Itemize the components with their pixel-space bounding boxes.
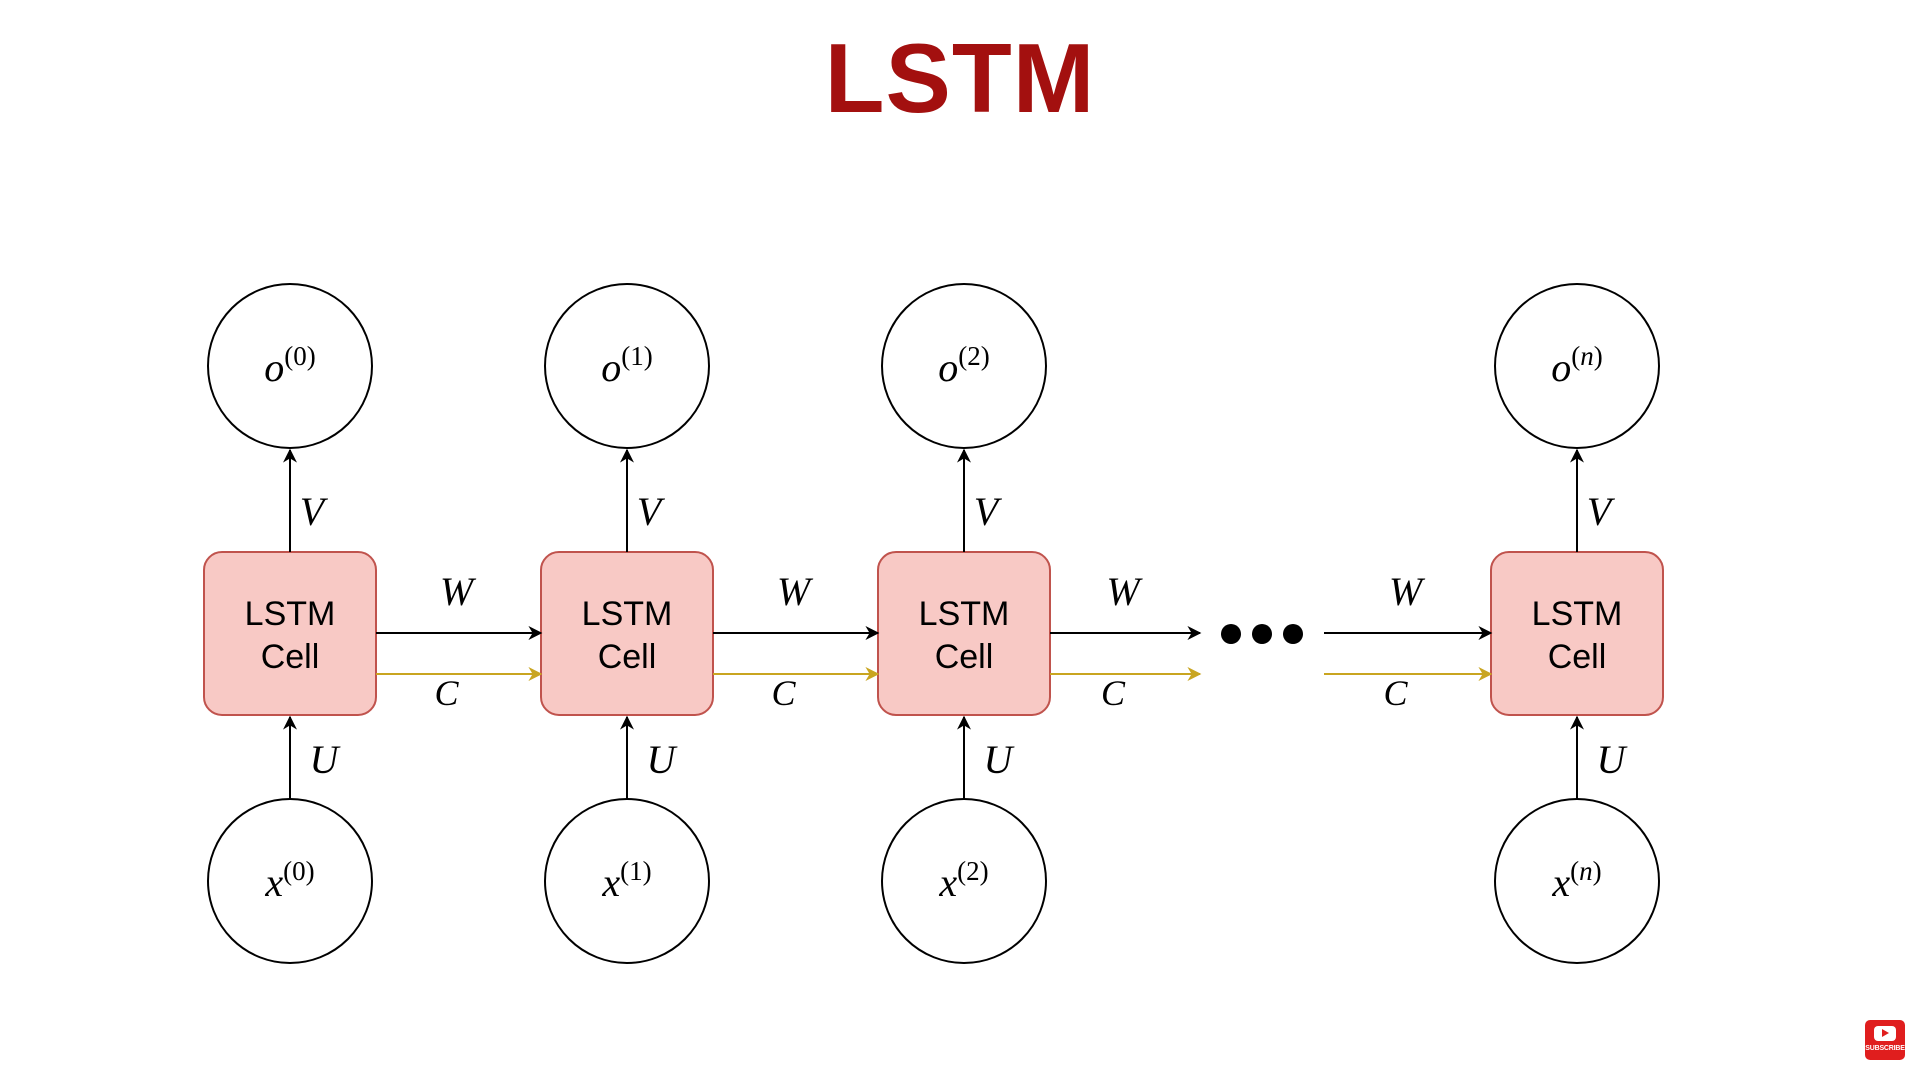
lstm-cell-label-line2-1: Cell	[598, 638, 657, 676]
w-label-1: W	[777, 569, 814, 614]
output-label-1-superscript: (1)	[621, 341, 652, 371]
input-label-1-superscript: (1)	[620, 856, 651, 886]
lstm-cell-label-line2-n: Cell	[1548, 638, 1607, 676]
w-label-0: W	[440, 569, 477, 614]
output-label-0: o(0)	[264, 341, 315, 390]
lstm-cell-n	[1490, 551, 1664, 716]
input-label-0-superscript: (0)	[283, 856, 314, 886]
c-label-3: C	[1383, 673, 1408, 713]
lstm-cell-1	[540, 551, 714, 716]
lstm-cell-label-line2-0: Cell	[261, 638, 320, 676]
input-label-2: x(2)	[938, 856, 988, 905]
u-label-n: U	[1597, 737, 1629, 782]
lstm-cell-label-line1-1: LSTM	[582, 595, 673, 633]
v-label-2: V	[974, 489, 1003, 534]
output-node-2	[881, 283, 1047, 449]
subscribe-label: SUBSCRIBE	[1865, 1045, 1905, 1052]
v-label-0: V	[300, 489, 329, 534]
output-node-1	[544, 283, 710, 449]
output-label-n: o(n)	[1551, 341, 1603, 390]
input-label-n-base: x	[1551, 860, 1570, 905]
u-label-2: U	[984, 737, 1016, 782]
output-label-1: o(1)	[601, 341, 652, 390]
output-label-n-base: o	[1551, 345, 1571, 390]
lstm-cell-label-line1-n: LSTM	[1532, 595, 1623, 633]
w-label-2: W	[1106, 569, 1143, 614]
v-label-n: V	[1587, 489, 1616, 534]
c-label-1: C	[771, 673, 796, 713]
page-title: LSTM	[824, 23, 1096, 133]
input-label-n: x(n)	[1551, 856, 1601, 905]
u-label-0: U	[310, 737, 342, 782]
output-label-2: o(2)	[938, 341, 989, 390]
output-label-0-superscript: (0)	[284, 341, 315, 371]
lstm-cell-2	[877, 551, 1051, 716]
input-label-2-superscript: (2)	[957, 856, 988, 886]
output-label-2-superscript: (2)	[958, 341, 989, 371]
u-label-1: U	[647, 737, 679, 782]
input-label-1: x(1)	[601, 856, 651, 905]
lstm-cell-label-line2-2: Cell	[935, 638, 994, 676]
lstm-cell-label-line1-0: LSTM	[245, 595, 336, 633]
subscribe-badge[interactable]: SUBSCRIBE	[1865, 1020, 1905, 1060]
input-label-0-base: x	[264, 860, 283, 905]
output-node-0	[207, 283, 373, 449]
c-label-0: C	[434, 673, 459, 713]
ellipsis-dot-2	[1283, 624, 1303, 644]
ellipsis-dot-0	[1221, 624, 1241, 644]
w-label-3: W	[1389, 569, 1426, 614]
youtube-play-icon	[1874, 1026, 1896, 1041]
output-label-2-base: o	[938, 345, 958, 390]
v-label-1: V	[637, 489, 666, 534]
lstm-cell-label-line1-2: LSTM	[919, 595, 1010, 633]
output-label-n-superscript: (n)	[1571, 341, 1603, 371]
output-node-n	[1494, 283, 1660, 449]
input-label-0: x(0)	[264, 856, 314, 905]
lstm-cell-0	[203, 551, 377, 716]
ellipsis-dot-1	[1252, 624, 1272, 644]
c-label-2: C	[1101, 673, 1126, 713]
input-label-1-base: x	[601, 860, 620, 905]
input-label-n-superscript: (n)	[1570, 856, 1602, 886]
input-label-2-base: x	[938, 860, 957, 905]
output-label-0-base: o	[264, 345, 284, 390]
output-label-1-base: o	[601, 345, 621, 390]
